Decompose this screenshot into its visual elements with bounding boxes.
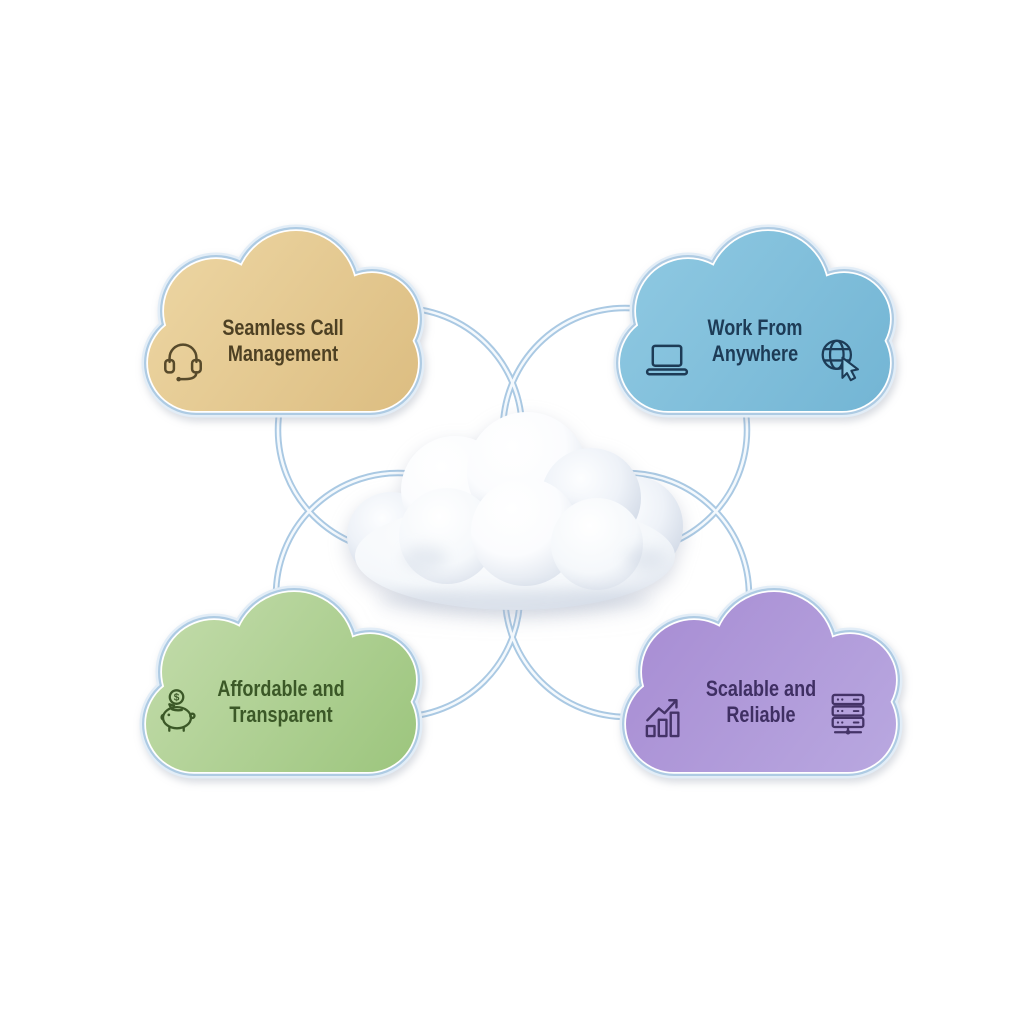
node-label: Seamless Call Management [153,315,414,367]
growth-chart-icon [644,694,686,738]
piggy-bank-icon: $ [152,686,202,736]
node-label: Affordable and Transparent [151,676,412,728]
node-label-line1: Affordable and [217,676,345,701]
node-label-line2: Transparent [229,702,333,727]
headset-icon [160,335,206,383]
node-label: Scalable and Reliable [631,676,892,728]
globe-cursor-icon [818,335,865,384]
node-work-from-anywhere: Work From Anywhere [596,227,914,417]
node-label: Work From Anywhere [625,315,886,367]
node-scalable-and-reliable: Scalable and Reliable [602,588,920,778]
node-seamless-call-management: Seamless Call Management [124,227,442,417]
laptop-icon [644,343,690,379]
svg-text:$: $ [174,693,180,704]
node-label-line2: Anywhere [711,341,799,366]
node-label-line1: Seamless Call [222,315,344,340]
center-cloud-icon [347,412,683,612]
node-affordable-and-transparent: $ Affordable and Transparent [122,588,440,778]
node-label-line1: Scalable and [705,676,817,701]
node-label-line2: Management [227,341,339,366]
node-label-line1: Work From [707,315,803,340]
node-label-line2: Reliable [726,702,796,727]
server-icon [826,692,870,740]
